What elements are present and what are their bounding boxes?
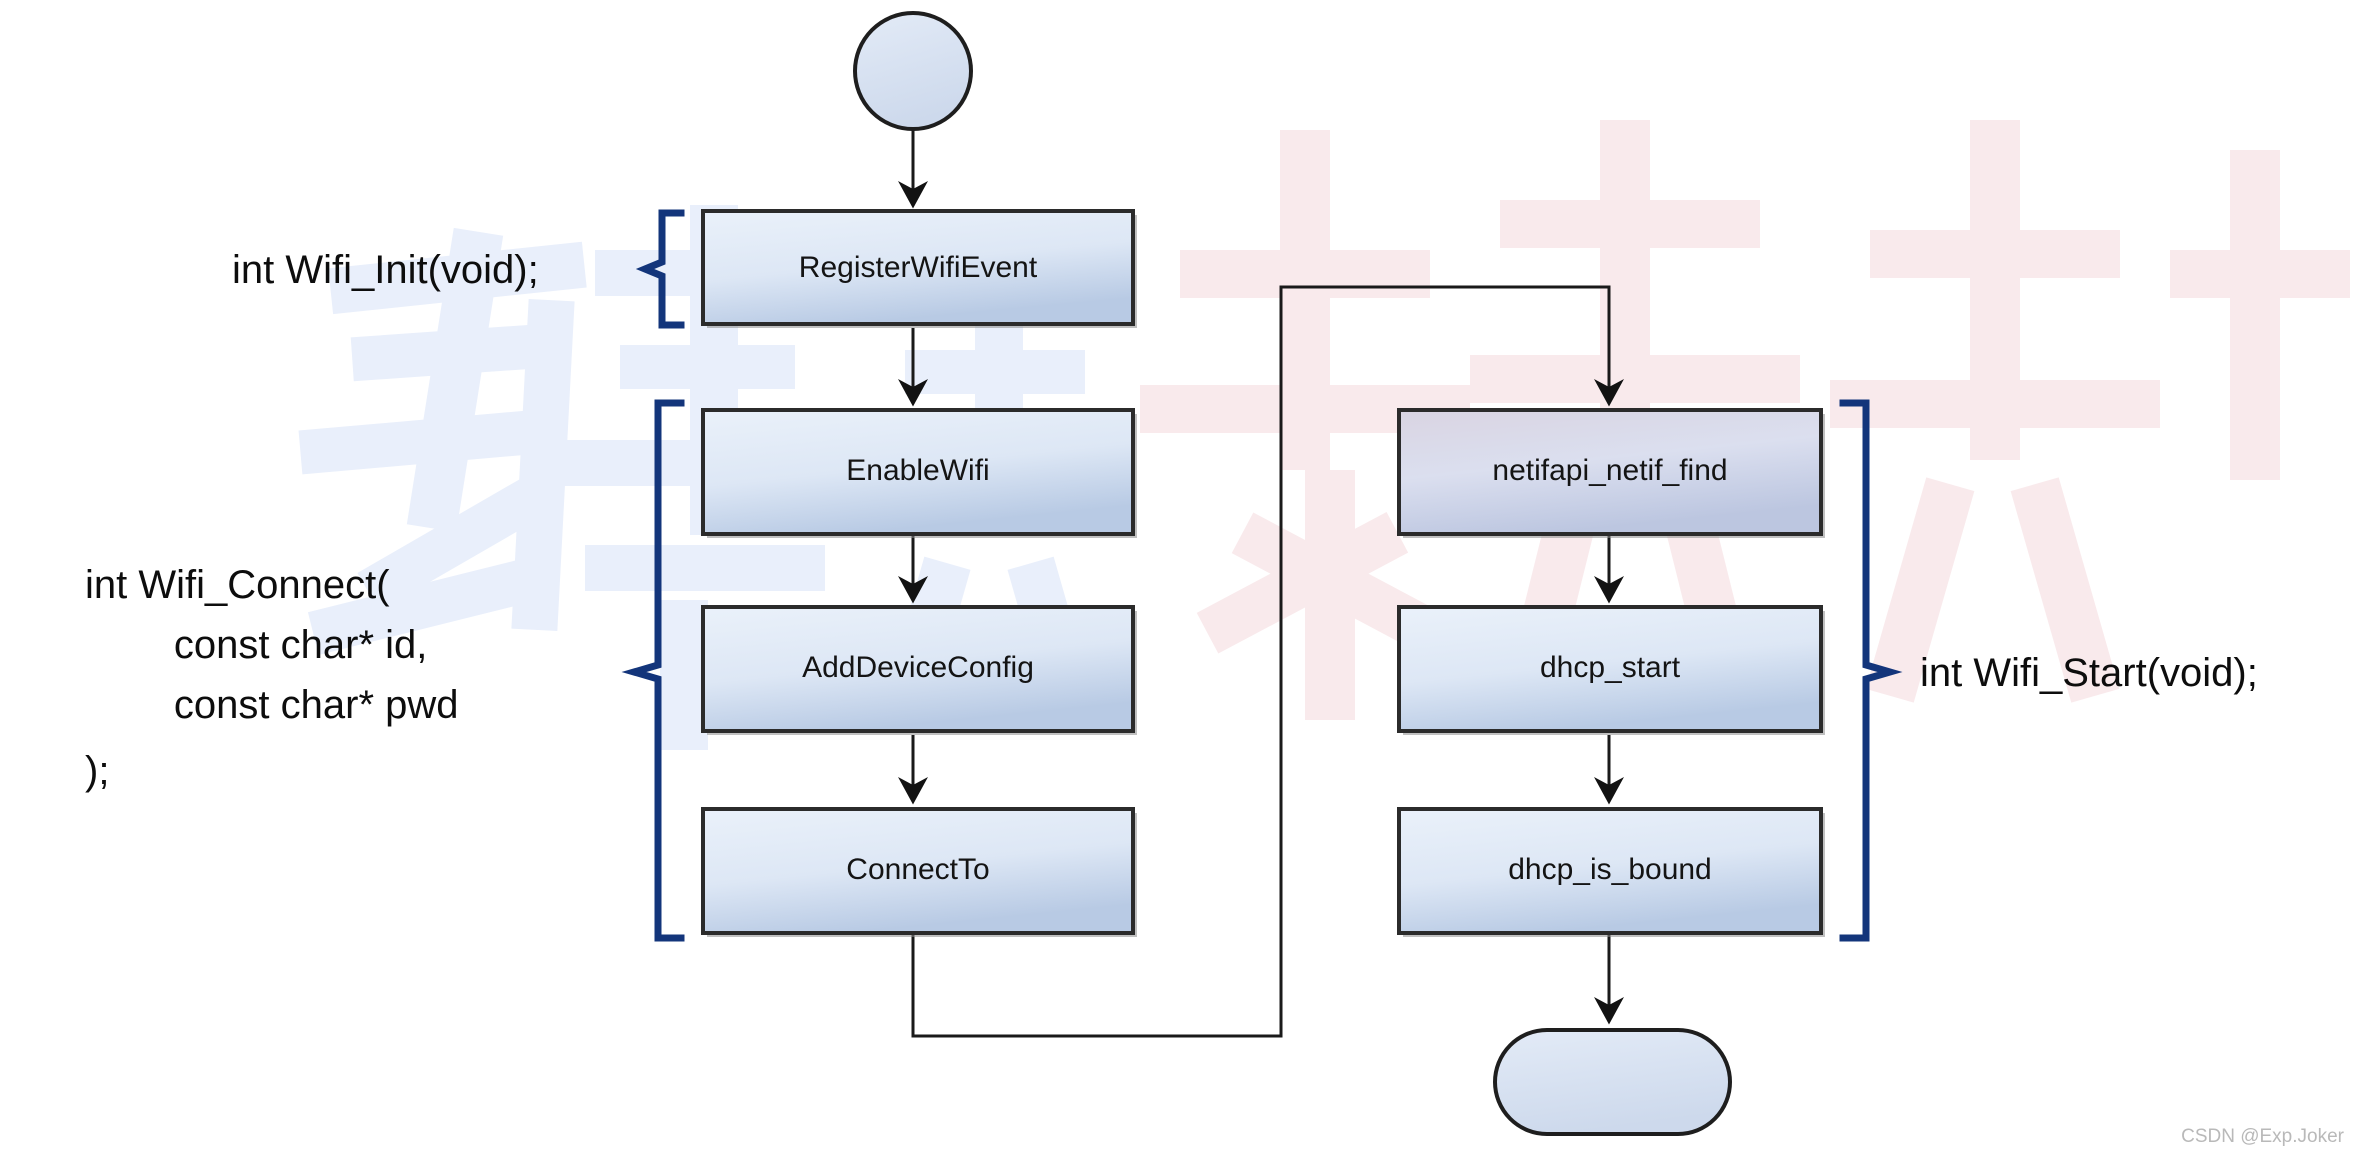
- annotation-wifi-init-line-0: int Wifi_Init(void);: [232, 248, 539, 292]
- node-dhcp-is-bound[interactable]: dhcp_is_bound: [1397, 807, 1825, 937]
- node-add-device-config-label: AddDeviceConfig: [802, 651, 1034, 684]
- annotation-wifi-connect-line-3: );: [85, 749, 109, 793]
- edge-connectto-to-netifapi: [911, 285, 1624, 1038]
- annotation-wifi-init: int Wifi_Init(void);: [232, 248, 539, 292]
- annotation-brackets: [621, 209, 1903, 942]
- node-dhcp-start[interactable]: dhcp_start: [1397, 605, 1825, 735]
- node-enable-wifi[interactable]: EnableWifi: [701, 408, 1137, 538]
- annotation-wifi-start-line-0: int Wifi_Start(void);: [1920, 651, 2258, 695]
- node-start[interactable]: [853, 11, 973, 131]
- node-end[interactable]: [1493, 1028, 1732, 1136]
- annotation-wifi-start: int Wifi_Start(void);: [1920, 651, 2258, 695]
- annotation-wifi-connect: int Wifi_Connect( const char* id, const …: [85, 563, 459, 793]
- annotation-wifi-connect-line-2: const char* pwd: [85, 683, 459, 727]
- annotation-wifi-connect-line-1: const char* id,: [85, 623, 427, 667]
- annotation-wifi-connect-line-0: int Wifi_Connect(: [85, 563, 390, 607]
- credit-watermark: CSDN @Exp.Joker: [2181, 1126, 2345, 1147]
- node-dhcp-start-label: dhcp_start: [1540, 651, 1681, 684]
- bracket-wifi-connect: [621, 399, 685, 942]
- node-netifapi-netif-find-label: netifapi_netif_find: [1492, 454, 1727, 487]
- node-enable-wifi-label: EnableWifi: [846, 454, 989, 487]
- bracket-wifi-start: [1839, 399, 1903, 942]
- connectors: [898, 130, 1624, 1038]
- node-connect-to[interactable]: ConnectTo: [701, 807, 1137, 937]
- node-register-wifi-event-label: RegisterWifiEvent: [799, 251, 1038, 284]
- node-add-device-config[interactable]: AddDeviceConfig: [701, 605, 1137, 735]
- bracket-wifi-init: [635, 209, 685, 329]
- node-netifapi-netif-find[interactable]: netifapi_netif_find: [1397, 408, 1825, 538]
- node-connect-to-label: ConnectTo: [846, 853, 989, 886]
- node-dhcp-is-bound-label: dhcp_is_bound: [1508, 853, 1712, 886]
- node-register-wifi-event[interactable]: RegisterWifiEvent: [701, 209, 1137, 328]
